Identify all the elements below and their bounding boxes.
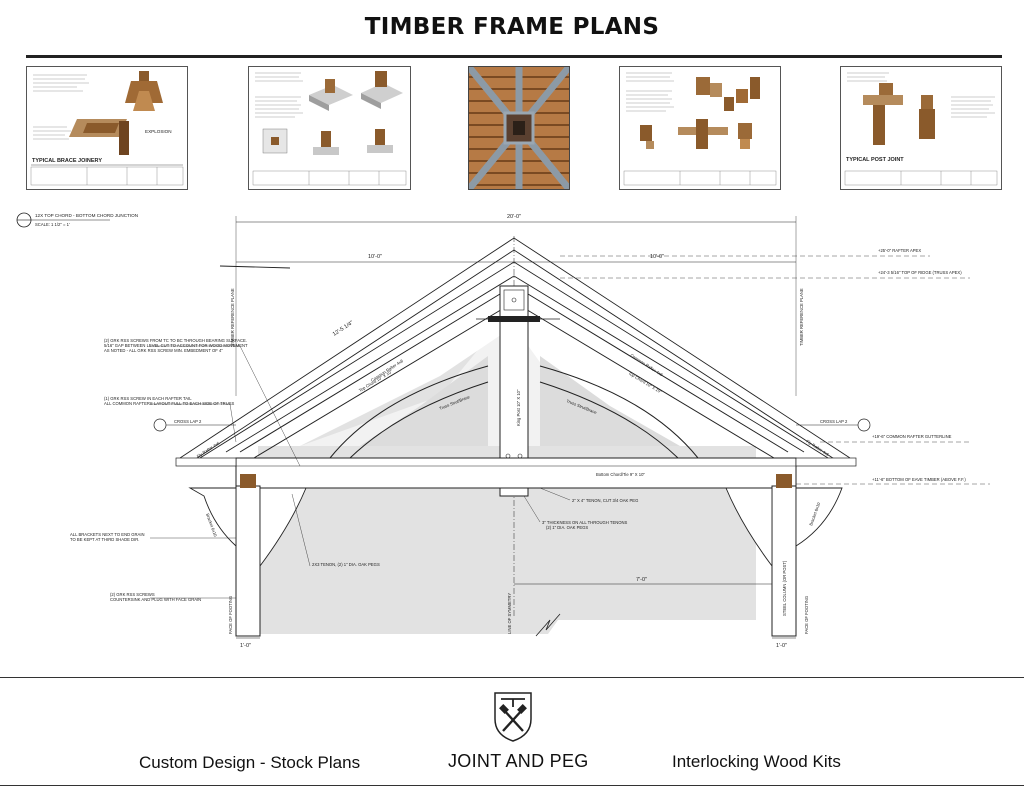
grid-bubble-right-icon (857, 418, 871, 432)
callout-countersink: COUNTERSINK AND PLUG WITH FACE GRAIN (110, 597, 201, 602)
page-title: TIMBER FRAME PLANS (364, 14, 660, 40)
callout-rafter-tail: (1) GRK RSS SCREW IN EACH RAFTER TAIL (104, 396, 192, 401)
label-center-line: LINE OF SYMMETRY (507, 593, 512, 634)
dim-half-right: 10'-0" (650, 254, 664, 260)
footer-divider (0, 677, 1024, 678)
footer-right-tagline: Interlocking Wood Kits (672, 752, 841, 771)
thumbnail-post-joint[interactable]: TYPICAL POST JOINT (840, 66, 1002, 190)
footer-bottom-divider (0, 785, 1024, 786)
dim-post-left: 1'-0" (240, 643, 251, 649)
thumbnail-post-to-foundation[interactable] (248, 66, 411, 190)
grid-bubble-left-icon (153, 418, 167, 432)
grid-label-right: CROSS LAP 2 (820, 419, 848, 424)
grid-label-left: CROSS LAP 2 (174, 419, 202, 424)
truss-elevation-drawing: 12X TOP CHORD - BOTTOM CHORD JUNCTION SC… (16, 212, 990, 649)
elev-apex: +25'-0" RAFTER APEX (878, 248, 921, 253)
detail-title: 12X TOP CHORD - BOTTOM CHORD JUNCTION (35, 213, 138, 218)
reference-plane-left: TIMBER REFERENCE PLANE (230, 288, 235, 346)
label-top-chord-left: Top Chord 10" X 10" (358, 369, 393, 393)
label-fly-rafter-right: Fly Rafter 4x6 (805, 439, 830, 458)
label-post-right: STEEL COLUMN (OR POST) (782, 560, 787, 616)
dim-post-right: 1'-0" (776, 643, 787, 649)
callout-through-tenon: 3" THICKNESS ON ALL THROUGH TENONS (542, 520, 628, 525)
svg-text:EXPLOSION: EXPLOSION (145, 129, 172, 134)
callout-grk-screws: (2) GRK RSS SCREWS (110, 592, 155, 597)
title-divider (26, 55, 1002, 58)
thumbnail-brace-joinery[interactable]: EXPLOSION TYPICAL BRACE JOINERY (26, 66, 188, 190)
label-fly-rafter-left: Fly Rafter 4x6 (196, 440, 221, 459)
elev-ridge: +24'-3 5/16" TOP OF RIDGE (TRUSS APEX) (878, 270, 962, 275)
callout-brackets: ALL BRACKETS NEXT TO END GRAIN (70, 532, 145, 537)
label-bottom-chord: Bottom Chord/Tie 9" X 10" (596, 472, 645, 477)
reference-plane-right: TIMBER REFERENCE PLANE (799, 288, 804, 346)
thumbnail-caption: TYPICAL BRACE JOINERY (32, 158, 102, 164)
thumbnail-roof-photo[interactable] (468, 66, 570, 190)
label-face-footing-right: FACE OF FOOTING (804, 596, 809, 634)
callout-oak-pegs: (2) 1" DIA. OAK PEGS (546, 525, 588, 530)
footer-left-tagline: Custom Design - Stock Plans (139, 753, 361, 772)
callout-tenon-peg: 2" X 4" TENON, CUT 3/4 OAK PEG (572, 498, 638, 503)
elev-eave: +11'-6" BOTTOM OF EAVE TIMBER (ABOVE F.F… (872, 477, 966, 482)
callout-screws-1: (2) GRK RSS SCREWS FROM TC TO BC THROUGH… (104, 338, 247, 343)
brand-logo-icon (491, 689, 535, 750)
label-face-footing-left: FACE OF FOOTING (228, 596, 233, 634)
dim-half-left: 10'-0" (368, 254, 382, 260)
dim-overall-span: 20'-0" (507, 214, 521, 220)
callout-screws-3: AS NOTED - ALL GRK RSS SCREW MIN. EMBEDM… (104, 348, 223, 353)
detail-scale: SCALE: 1 1/2" = 1' (35, 222, 70, 227)
dim-inner-span: 7'-0" (636, 577, 647, 583)
footer-brand: JOINT AND PEG (448, 751, 589, 771)
dim-rafter-length: 12'-5 1/4" (332, 320, 355, 338)
callout-screws-2: 5/16" GAP BETWEEN LEVEL CUT TO ACCOUNT F… (104, 343, 248, 348)
callout-common-rafters: ALL COMMON RAFTERS LAYOUT FULL TO EACH S… (104, 401, 235, 406)
thumbnail-peg-joint[interactable] (619, 66, 781, 190)
thumbnail-caption: TYPICAL POST JOINT (846, 157, 904, 163)
label-king-post: King Post 10" X 10" (516, 389, 521, 426)
callout-shade: TO BE KEPT AT THIRD SHADE DIR. (70, 537, 139, 542)
elev-rafter: +19'-6" COMMON RAFTER GUTTERLINE (872, 434, 952, 439)
callout-tenon-pegs: 2X3 TENON, (2) 1" DIA. OAK PEGS (312, 562, 380, 567)
